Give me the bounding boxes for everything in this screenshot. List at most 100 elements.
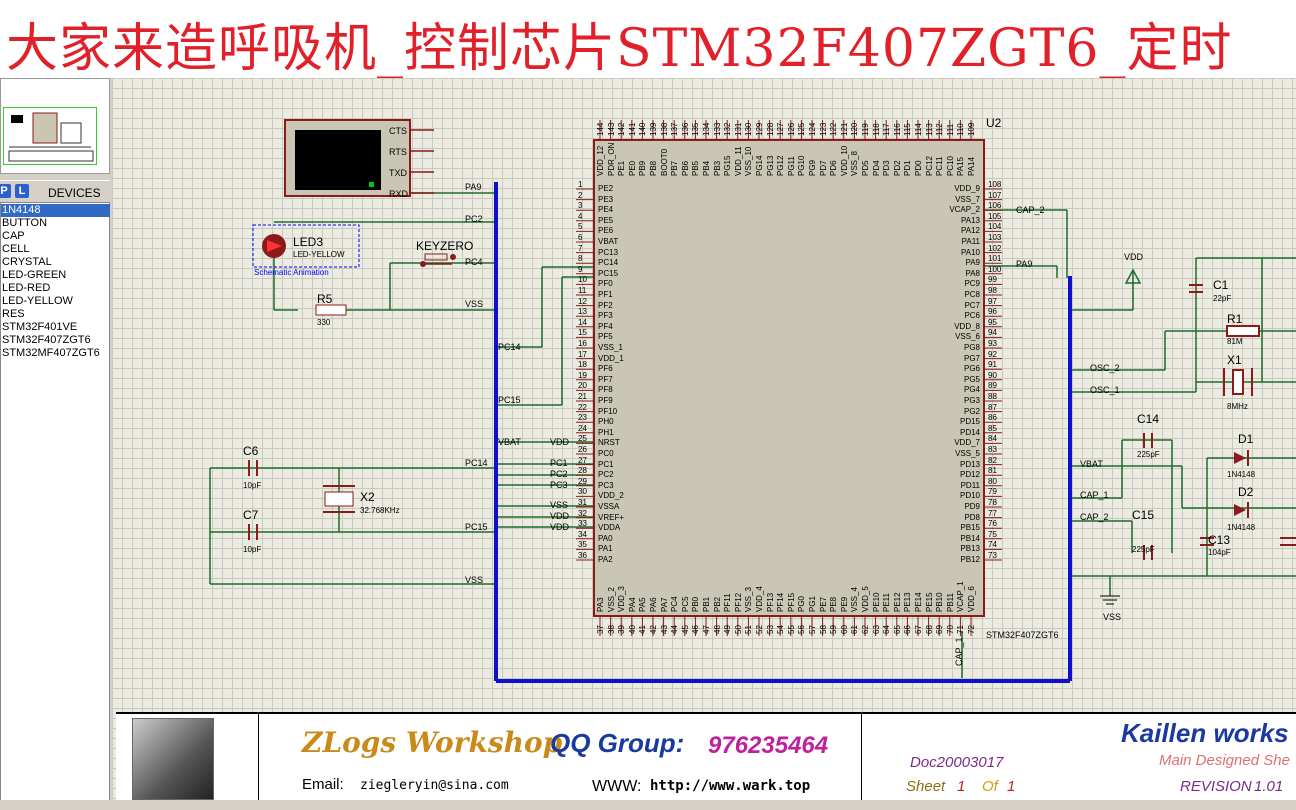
chip-pin-number: 135 [691, 122, 701, 136]
chip-pin-name: PE0 [627, 160, 637, 176]
list-item[interactable]: 1N4148 [1, 204, 110, 217]
chip-pin-name: VBAT [598, 237, 619, 246]
chip-pin-number: 100 [988, 264, 1002, 274]
chip-pin-name: VCAP_2 [949, 205, 980, 215]
chip-pin-number: 62 [861, 625, 870, 634]
list-item[interactable]: LED-GREEN [2, 269, 67, 281]
net-label: CAP_2 [1080, 512, 1109, 522]
list-item[interactable]: STM32F401VE [2, 321, 78, 333]
chip-pin-number: 110 [956, 123, 966, 136]
chip-pin-name: PA8 [965, 268, 980, 278]
chip-pin-number: 104 [988, 222, 1002, 232]
chip-pin-name: VDD_1 [598, 353, 624, 363]
library-button[interactable]: L [15, 184, 29, 198]
net-label: VDD [550, 522, 570, 532]
chip-pin-name: PA0 [598, 533, 613, 543]
chip-pin-name: VDD_8 [954, 321, 980, 331]
net-label: CAP_2 [1016, 205, 1045, 215]
chip-pin-number: 88 [988, 392, 997, 401]
chip-pin-number: 94 [988, 328, 997, 338]
r5-value: 330 [317, 318, 331, 327]
chip-pin-name: PF2 [598, 300, 613, 310]
chip-pin-number: 16 [578, 339, 587, 348]
chip-pin-number: 37 [596, 625, 605, 634]
list-item[interactable]: LED-YELLOW [2, 295, 73, 307]
chip-pin-name: PD14 [959, 427, 980, 437]
chip-pin-name: PD8 [964, 512, 980, 522]
chip-pin-name: PD9 [964, 502, 980, 511]
list-item[interactable]: STM32F407ZGT6 [2, 334, 91, 346]
chip-pin-name: PD5 [861, 160, 870, 176]
d2-reference: D2 [1238, 485, 1254, 499]
list-item[interactable]: BUTTON [2, 217, 48, 229]
c14-reference: C14 [1137, 412, 1160, 426]
chip-pin-number: 28 [578, 466, 587, 476]
chip-pin-number: 89 [988, 381, 997, 391]
chip-pin-number: 34 [578, 529, 587, 539]
list-item[interactable]: CELL [2, 243, 30, 255]
chip-pin-name: PF9 [598, 396, 613, 405]
chip-pin-number: 140 [638, 122, 648, 136]
chip-pin-number: 66 [903, 625, 913, 634]
chip-pin-name: PC15 [598, 268, 619, 278]
chip-pin-number: 75 [988, 529, 997, 539]
chip-pin-number: 5 [578, 222, 583, 232]
chip-pin-number: 105 [988, 211, 1002, 221]
chip-pin-number: 67 [914, 625, 923, 634]
chip-pin-number: 118 [871, 123, 881, 136]
chip-pin-name: PD4 [871, 160, 881, 176]
chip-pin-name: VDD_7 [954, 438, 980, 448]
left-panel: P L DEVICES 1N4148 BUTTON CAP CELL CRYST… [0, 78, 113, 810]
chip-pin-number: 41 [638, 625, 648, 634]
led-value: LED-YELLOW [293, 250, 345, 259]
x2-reference: X2 [360, 490, 375, 504]
list-item[interactable]: LED-RED [2, 282, 51, 294]
chip-pin-number: 65 [892, 625, 902, 634]
chip-pin-name: PB14 [960, 533, 980, 543]
list-item[interactable]: RES [2, 308, 25, 320]
chip-pin-name: PA3 [596, 597, 605, 612]
net-label: PC4 [465, 257, 483, 267]
x2-value: 32.768KHz [360, 506, 400, 515]
list-item[interactable]: STM32MF407ZGT6 [2, 347, 100, 359]
chip-pin-number: 116 [892, 123, 902, 136]
divider [258, 714, 259, 808]
chip-pin-number: 128 [765, 122, 775, 136]
schematic-wires [209, 119, 1296, 683]
chip-pin-name: PF13 [765, 592, 775, 612]
chip-pin-number: 107 [988, 190, 1002, 200]
list-item[interactable]: CRYSTAL [2, 256, 52, 268]
net-label: PC1 [550, 458, 568, 468]
list-item[interactable]: CAP [2, 230, 25, 242]
d1-reference: D1 [1238, 432, 1254, 446]
devices-list[interactable]: 1N4148 BUTTON CAP CELL CRYSTAL LED-GREEN… [0, 202, 110, 810]
chip-pin-number: 46 [691, 625, 701, 634]
www-value: http://www.wark.top [650, 778, 811, 794]
chip-pin-name: PB12 [960, 555, 980, 564]
chip-pin-name: PD11 [960, 480, 980, 490]
chip-pin-number: 144 [596, 122, 605, 136]
chip-pin-number: 79 [988, 487, 997, 497]
chip-pin-number: 52 [755, 625, 764, 634]
net-label: CAP_1 [1080, 490, 1109, 500]
chip-pin-number: 99 [988, 275, 997, 285]
chip-pin-name: PE5 [598, 215, 614, 225]
net-label: PC3 [550, 480, 568, 490]
r5-reference: R5 [317, 292, 333, 306]
chip-pin-number: 72 [967, 625, 976, 634]
chip-pin-number: 137 [670, 122, 680, 136]
chip-pin-name: PB6 [680, 160, 690, 176]
chip-pin-number: 91 [988, 360, 997, 370]
pick-devices-button[interactable]: P [0, 184, 11, 198]
c15-value: 225pF [1132, 545, 1155, 554]
x1-value: 8MHz [1227, 402, 1248, 411]
chip-pin-name: PE13 [903, 592, 913, 612]
overview-preview[interactable] [0, 78, 110, 174]
chip-pin-number: 130 [744, 122, 754, 136]
chip-pin-name: PE15 [924, 592, 934, 612]
overview-viewport-frame[interactable] [3, 107, 97, 165]
chip-pin-name: VSS_2 [606, 587, 616, 612]
chip-pin-number: 27 [578, 455, 587, 465]
chip-pin-number: 10 [578, 275, 587, 285]
